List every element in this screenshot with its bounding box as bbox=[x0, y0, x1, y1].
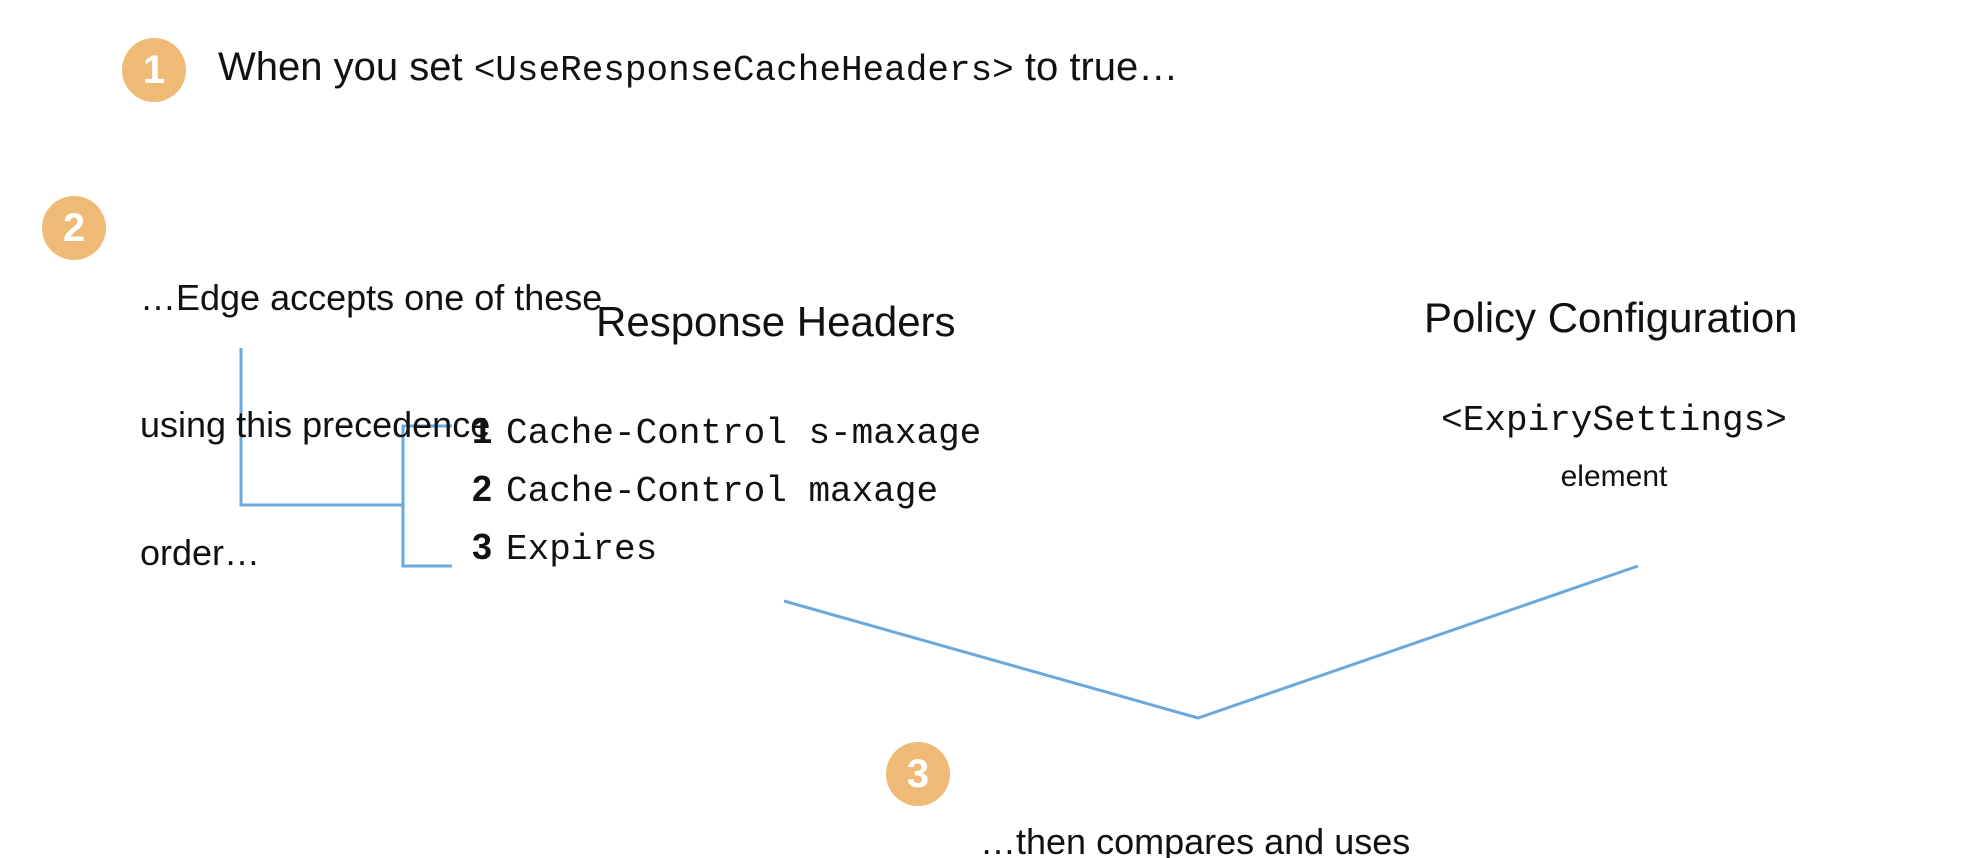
step-1-text: When you set <UseResponseCacheHeaders> t… bbox=[218, 44, 1178, 91]
step-1-code: <UseResponseCacheHeaders> bbox=[473, 50, 1014, 91]
step-2-text: …Edge accepts one of these using this pr… bbox=[140, 192, 602, 659]
precedence-header-name: Expires bbox=[506, 529, 658, 570]
precedence-header-name: Cache-Control maxage bbox=[506, 471, 939, 512]
policy-configuration-heading: Policy Configuration bbox=[1424, 294, 1798, 341]
list-item: 2 Cache-Control maxage bbox=[472, 468, 981, 526]
precedence-list: 1 Cache-Control s-maxage 2 Cache-Control… bbox=[472, 410, 981, 584]
policy-element-name: <ExpirySettings> bbox=[1441, 400, 1787, 441]
precedence-rank: 2 bbox=[472, 468, 493, 509]
response-headers-heading: Response Headers bbox=[596, 298, 956, 345]
step-1-text-before: When you set bbox=[218, 45, 474, 89]
step-badge-3: 3 bbox=[886, 742, 950, 806]
step-badge-2: 2 bbox=[42, 196, 106, 260]
step-1-text-after: to true… bbox=[1013, 45, 1179, 89]
list-item: 1 Cache-Control s-maxage bbox=[472, 410, 981, 468]
step-3-line-1: …then compares and uses bbox=[980, 820, 1411, 858]
list-item: 3 Expires bbox=[472, 526, 981, 584]
step-2-line-2: using this precedence bbox=[140, 404, 491, 446]
step-3-text: …then compares and uses the lesser of th… bbox=[980, 736, 1410, 858]
precedence-rank: 3 bbox=[472, 526, 493, 567]
step-badge-1: 1 bbox=[122, 38, 186, 102]
connector-v-merge bbox=[783, 564, 1639, 720]
precedence-rank: 1 bbox=[472, 410, 493, 451]
precedence-header-name: Cache-Control s-maxage bbox=[506, 413, 982, 454]
step-2-line-1: …Edge accepts one of these bbox=[140, 276, 603, 318]
policy-element-label: element bbox=[1560, 460, 1668, 493]
step-2-line-3: order… bbox=[140, 531, 261, 573]
